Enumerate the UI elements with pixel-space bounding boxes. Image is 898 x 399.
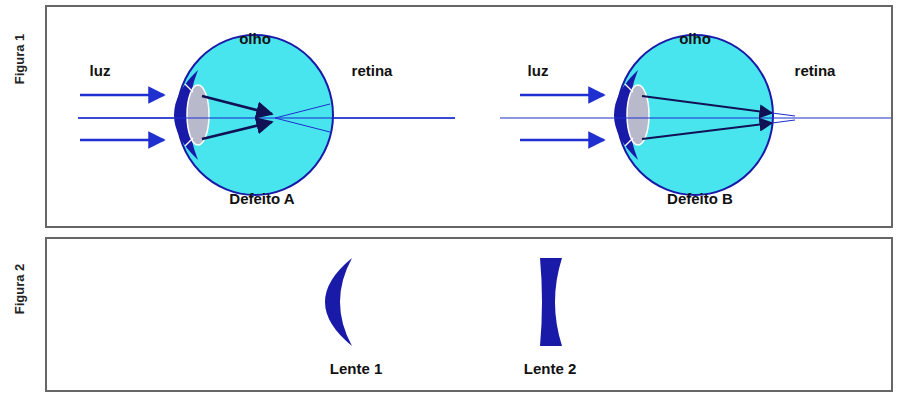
light-label: luz [90,62,111,79]
label-wrap: Lente 2 [524,360,577,378]
lens-label: Lente 2 [524,360,577,377]
eye-a [78,35,455,195]
eye-label: olho [239,30,271,47]
retina-label: retina [795,62,836,79]
panel-title: Figura 2 [12,264,27,315]
eye-b [500,35,892,195]
eye-label: olho [679,30,711,47]
label-wrap: Defeito B [667,190,733,208]
figure-panel: Figura 2 [45,237,893,392]
figure-panel: Figura 1 [45,5,893,228]
defect-label: Defeito A [229,190,294,207]
retina-label: retina [352,62,393,79]
label-wrap: Defeito A [229,190,294,208]
lens-1-shape [325,258,352,346]
lens-label: Lente 1 [330,360,383,377]
panel-label-wrap: Figura 1 [10,14,30,104]
lens-2-shape [540,258,562,346]
label-wrap: retina [795,62,836,80]
label-wrap: olho [679,30,711,48]
label-wrap: luz [528,62,549,80]
defect-label: Defeito B [667,190,733,207]
label-wrap: luz [90,62,111,80]
light-label: luz [528,62,549,79]
label-wrap: Lente 1 [330,360,383,378]
panel-label-wrap: Figura 2 [10,244,30,334]
panel-title: Figura 1 [12,34,27,85]
label-wrap: olho [239,30,271,48]
label-wrap: retina [352,62,393,80]
